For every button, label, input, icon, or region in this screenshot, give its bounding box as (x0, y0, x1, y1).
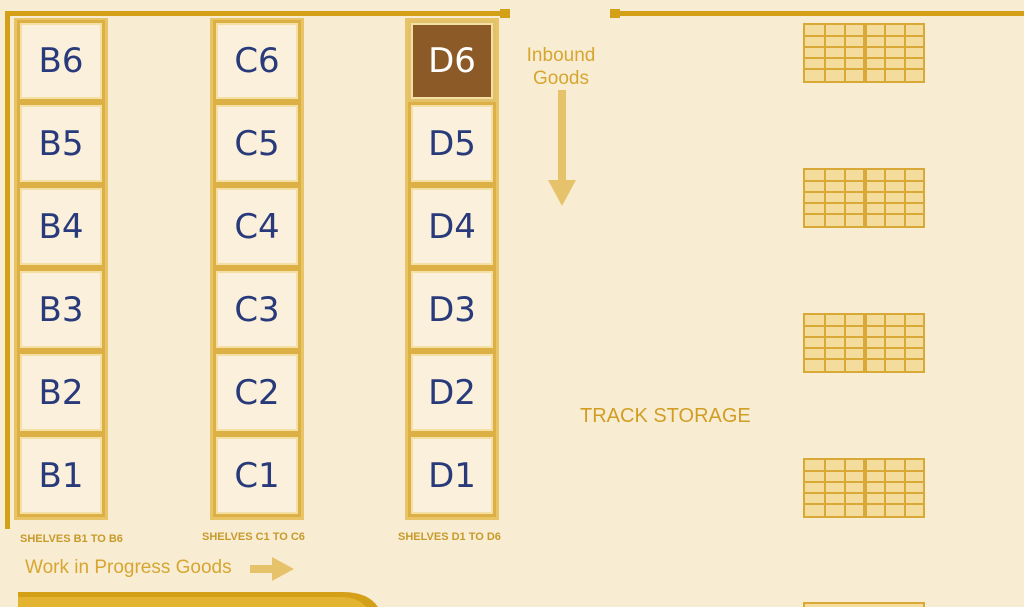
bay-b5[interactable]: B5 (17, 102, 105, 185)
bay-c3[interactable]: C3 (213, 268, 301, 351)
bay-d3[interactable]: D3 (408, 268, 496, 351)
bay-d6-selected[interactable]: D6 (408, 20, 496, 102)
left-wall (5, 11, 10, 529)
shelves-c-caption: SHELVES C1 TO C6 (202, 531, 305, 543)
rack-grid-icon (805, 170, 923, 226)
bay-c5[interactable]: C5 (213, 102, 301, 185)
bay-d4[interactable]: D4 (408, 185, 496, 268)
rack-grid-icon (805, 25, 923, 81)
top-wall-right (610, 11, 1024, 16)
door-marker-right (610, 9, 620, 18)
inbound-line1: Inbound (526, 45, 596, 66)
inbound-goods-label: Inbound Goods (515, 44, 607, 90)
right-arrow-icon (250, 557, 294, 581)
wip-label: Work in Progress Goods (25, 557, 232, 578)
track-rack-1[interactable] (803, 23, 925, 83)
bay-b2[interactable]: B2 (17, 351, 105, 434)
door-marker-left (500, 9, 510, 18)
bay-c2[interactable]: C2 (213, 351, 301, 434)
shelves-b-caption: SHELVES B1 TO B6 (20, 533, 123, 545)
top-wall-left (8, 11, 510, 16)
track-storage-label: TRACK STORAGE (580, 405, 751, 427)
bay-d5[interactable]: D5 (408, 102, 496, 185)
track-rack-4[interactable] (803, 458, 925, 518)
bay-b3[interactable]: B3 (17, 268, 105, 351)
bay-c4[interactable]: C4 (213, 185, 301, 268)
shelves-d-caption: SHELVES D1 TO D6 (398, 531, 501, 543)
track-rack-3[interactable] (803, 313, 925, 373)
bay-b1[interactable]: B1 (17, 434, 105, 517)
inbound-line2: Goods (533, 68, 589, 89)
bay-c1[interactable]: C1 (213, 434, 301, 517)
track-rack-2[interactable] (803, 168, 925, 228)
track-rack-5-partial[interactable] (803, 602, 925, 607)
bay-b4[interactable]: B4 (17, 185, 105, 268)
rack-grid-icon (805, 315, 923, 371)
bay-b6[interactable]: B6 (17, 20, 105, 102)
bay-c6[interactable]: C6 (213, 20, 301, 102)
down-arrow-icon (548, 90, 576, 206)
rack-grid-icon (805, 460, 923, 516)
dock-area (18, 592, 378, 607)
bay-d2[interactable]: D2 (408, 351, 496, 434)
bay-d1[interactable]: D1 (408, 434, 496, 517)
